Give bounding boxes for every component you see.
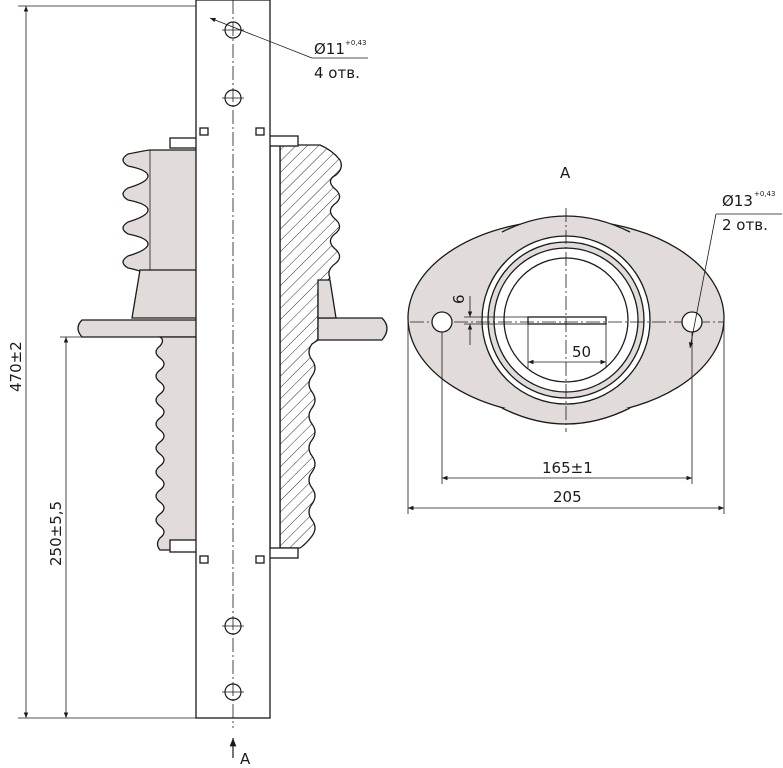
core-tube-collar-top (267, 135, 299, 147)
hole-top-count: 4 отв. (314, 64, 360, 82)
collar-mark-left-bottom (199, 555, 209, 564)
dim-lower-height: 250±5,5 (47, 501, 65, 566)
collar-mark-right-bottom (255, 555, 265, 564)
collar-mark-left-top (199, 127, 209, 136)
core-tube (269, 144, 281, 551)
dim-slot-width: 6 (450, 294, 468, 304)
hole-top-tolerance: +0,43 (345, 39, 366, 47)
plan-slot (527, 316, 607, 325)
dim-slot-length: 50 (572, 343, 591, 361)
hole-top-leader (209, 17, 313, 59)
core-tube-collar-bottom (267, 547, 299, 559)
hole-plan-tolerance: +0,43 (754, 190, 775, 198)
hole-plan-diameter: Ø13 (722, 192, 753, 210)
view-letter-top: А (560, 164, 571, 182)
dim-flange-width: 205 (553, 488, 582, 506)
front-view: Ø11 +0,43 4 отв. А 470±2 250±5,5 (7, 0, 388, 768)
right-neck (317, 279, 337, 319)
view-letter-bottom: А (240, 750, 251, 768)
hole-plan-count: 2 отв. (722, 216, 768, 234)
plan-view: А Ø13 +0,43 2 отв. 6 5 (407, 164, 782, 514)
plan-hole-right (681, 311, 703, 333)
dim-hole-spacing: 165±1 (542, 459, 593, 477)
plan-hole-left (431, 311, 453, 333)
hole-plan-leader (688, 213, 717, 349)
collar-mark-right-top (255, 127, 265, 136)
dim-total-height: 470±2 (7, 341, 25, 392)
hole-top-diameter: Ø11 (314, 40, 345, 58)
right-flange (317, 317, 388, 341)
section-hatch (279, 144, 342, 549)
